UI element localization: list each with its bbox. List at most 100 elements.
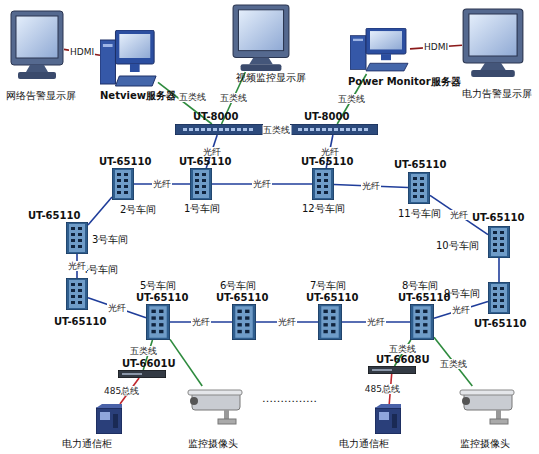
ring-switch-icon	[66, 222, 88, 254]
server-icon	[350, 28, 408, 71]
node-label: 网络告警显示屏	[6, 90, 76, 101]
node-label: 12号车间	[302, 203, 345, 214]
node-label: 3号车间	[92, 234, 128, 245]
device-node: 电力告警显示屏	[462, 8, 524, 78]
ring-switch-icon	[488, 282, 510, 314]
device-node: UT-6601U	[118, 370, 166, 378]
device-node: UT-651101号车间	[190, 168, 212, 200]
device-node: 电力通信柜	[375, 404, 401, 434]
node-label: 4号车间	[82, 264, 118, 275]
ring-switch-icon	[488, 226, 510, 258]
edge-label: 五类线	[388, 344, 417, 354]
node-label: UT-65110	[99, 156, 151, 167]
edge-label: 五类线	[439, 359, 468, 369]
edge-label: 光纤	[107, 303, 127, 313]
device-node: 监控摄像头	[186, 386, 246, 426]
node-label: 2号车间	[120, 204, 156, 215]
device-node: UT-651103号车间	[66, 222, 88, 254]
node-label: 电力通信柜	[339, 438, 389, 449]
device-node: UT-6511010号车间	[488, 226, 510, 258]
device-node: 监控摄像头	[458, 386, 518, 426]
edge-label: 光纤	[361, 181, 381, 191]
node-label: UT-65110	[179, 156, 231, 167]
server-icon	[100, 30, 156, 86]
ring-switch-icon	[318, 304, 342, 340]
node-label: UT-65110	[54, 316, 106, 327]
edge-label: 光纤	[449, 210, 469, 220]
device-node: UT-651102号车间	[112, 168, 134, 200]
device-node: 视频监控显示屏	[232, 4, 290, 72]
ring-switch-icon	[146, 304, 170, 340]
device-node: 网络告警显示屏	[10, 10, 64, 80]
edge-label: 光纤	[67, 261, 87, 271]
node-label: Netview服务器	[100, 90, 176, 101]
node-label: 10号车间	[436, 240, 479, 251]
edge-label: 光纤	[191, 317, 211, 327]
node-label: UT-65110	[472, 212, 524, 223]
node-label: 电力通信柜	[62, 438, 112, 449]
node-label: UT-65110	[136, 292, 188, 303]
node-label: Power Monitor服务器	[348, 76, 461, 87]
connector-line	[498, 258, 500, 282]
edge-label: 光纤	[152, 179, 172, 189]
device-node: UT-6608U	[368, 366, 416, 374]
device-node: 7号车间UT-65110	[318, 304, 342, 340]
edge-label: 485总线	[364, 384, 401, 394]
node-label: 视频监控显示屏	[236, 72, 306, 83]
device-node: 6号车间UT-65110	[232, 304, 256, 340]
node-label: 监控摄像头	[460, 438, 510, 449]
connector-line	[434, 301, 488, 318]
device-node: Power Monitor服务器	[350, 28, 410, 74]
core-switch-icon	[175, 124, 263, 135]
device-node: UT-8000	[290, 124, 378, 135]
edge-label: 光纤	[320, 147, 340, 157]
cabinet-icon	[375, 404, 401, 434]
node-label: UT-65110	[474, 318, 526, 329]
ring-switch-icon	[112, 168, 134, 200]
node-label: UT-6608U	[376, 354, 430, 365]
ring-switch-icon	[190, 168, 212, 200]
video-monitor-icon	[233, 5, 289, 71]
camera-icon	[188, 390, 242, 424]
node-label: UT-65110	[216, 292, 268, 303]
ring-switch-icon	[410, 304, 434, 340]
converter-icon	[118, 370, 166, 378]
node-label: 监控摄像头	[188, 438, 238, 449]
node-label: 6号车间	[220, 280, 256, 291]
ring-switch-icon	[232, 304, 256, 340]
node-label: 9号车间	[444, 288, 480, 299]
edge-label: 五类线	[219, 93, 248, 103]
edge-label: 光纤	[451, 305, 471, 315]
alarm-monitor-icon	[463, 9, 523, 77]
node-label: 11号车间	[398, 208, 441, 219]
device-node: 5号车间UT-65110	[146, 304, 170, 340]
edge-label: 五类线	[337, 94, 366, 104]
connector-line	[88, 197, 112, 225]
edge-label: 五类线	[262, 125, 291, 135]
device-node: UT-6511011号车间	[408, 172, 430, 204]
device-node: 9号车间UT-65110	[488, 282, 510, 314]
device-node: 电力通信柜	[96, 404, 122, 434]
edge-label: 光纤	[366, 317, 386, 327]
node-label: 1号车间	[184, 203, 220, 214]
device-node: 4号车间UT-65110	[66, 278, 88, 310]
node-label: UT-6601U	[122, 358, 176, 369]
edge-label: 五类线	[129, 346, 158, 356]
device-node: Netview服务器	[100, 30, 158, 90]
node-label: 电力告警显示屏	[462, 88, 532, 99]
ring-switch-icon	[312, 168, 334, 200]
node-label: UT-65110	[306, 292, 358, 303]
connector-line	[434, 337, 472, 386]
free-label: ……………	[262, 392, 317, 405]
edge-label: 光纤	[252, 179, 272, 189]
edge-label: 五类线	[178, 92, 207, 102]
node-label: UT-8000	[304, 111, 349, 122]
edge-label: HDMI	[423, 42, 449, 52]
device-node: UT-6511012号车间	[312, 168, 334, 200]
converter-icon	[368, 366, 416, 374]
node-label: 5号车间	[140, 280, 176, 291]
device-node: UT-8000	[175, 124, 263, 135]
cabinet-icon	[96, 404, 122, 434]
